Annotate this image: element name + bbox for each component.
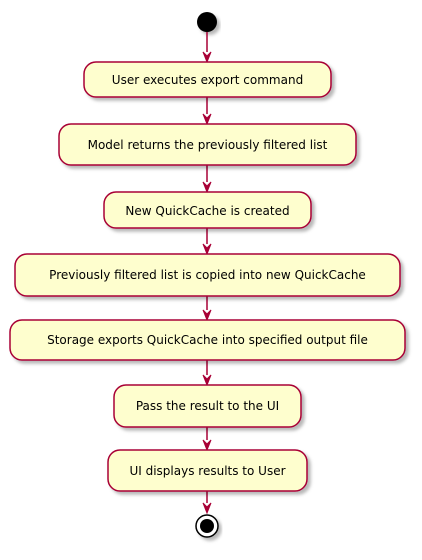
action-node-1: User executes export command: [83, 61, 332, 98]
action-label: Model returns the previously filtered li…: [88, 138, 328, 152]
arrow-head: [202, 243, 212, 256]
arrow-head: [202, 439, 212, 452]
action-node-5: Storage exports QuickCache into specifie…: [9, 319, 406, 361]
flow-arrows: [202, 32, 212, 515]
arrow-head: [202, 374, 212, 387]
action-node-2: Model returns the previously filtered li…: [58, 123, 357, 166]
action-label: New QuickCache is created: [125, 204, 289, 218]
action-label: Pass the result to the UI: [136, 399, 279, 413]
arrow-head: [202, 51, 212, 64]
action-node-3: New QuickCache is created: [103, 191, 312, 229]
arrow-head: [202, 309, 212, 322]
stop-node: [195, 514, 219, 538]
start-node: [197, 12, 217, 32]
action-node-7: UI displays results to User: [107, 449, 308, 492]
action-node-4: Previously filtered list is copied into …: [14, 253, 401, 297]
action-node-6: Pass the result to the UI: [113, 384, 302, 428]
arrow-head: [202, 181, 212, 194]
action-label: UI displays results to User: [129, 464, 285, 478]
action-label: Previously filtered list is copied into …: [49, 268, 366, 282]
action-label: User executes export command: [112, 73, 303, 87]
action-label: Storage exports QuickCache into specifie…: [47, 333, 368, 347]
arrow-head: [202, 502, 212, 515]
arrow-head: [202, 113, 212, 126]
